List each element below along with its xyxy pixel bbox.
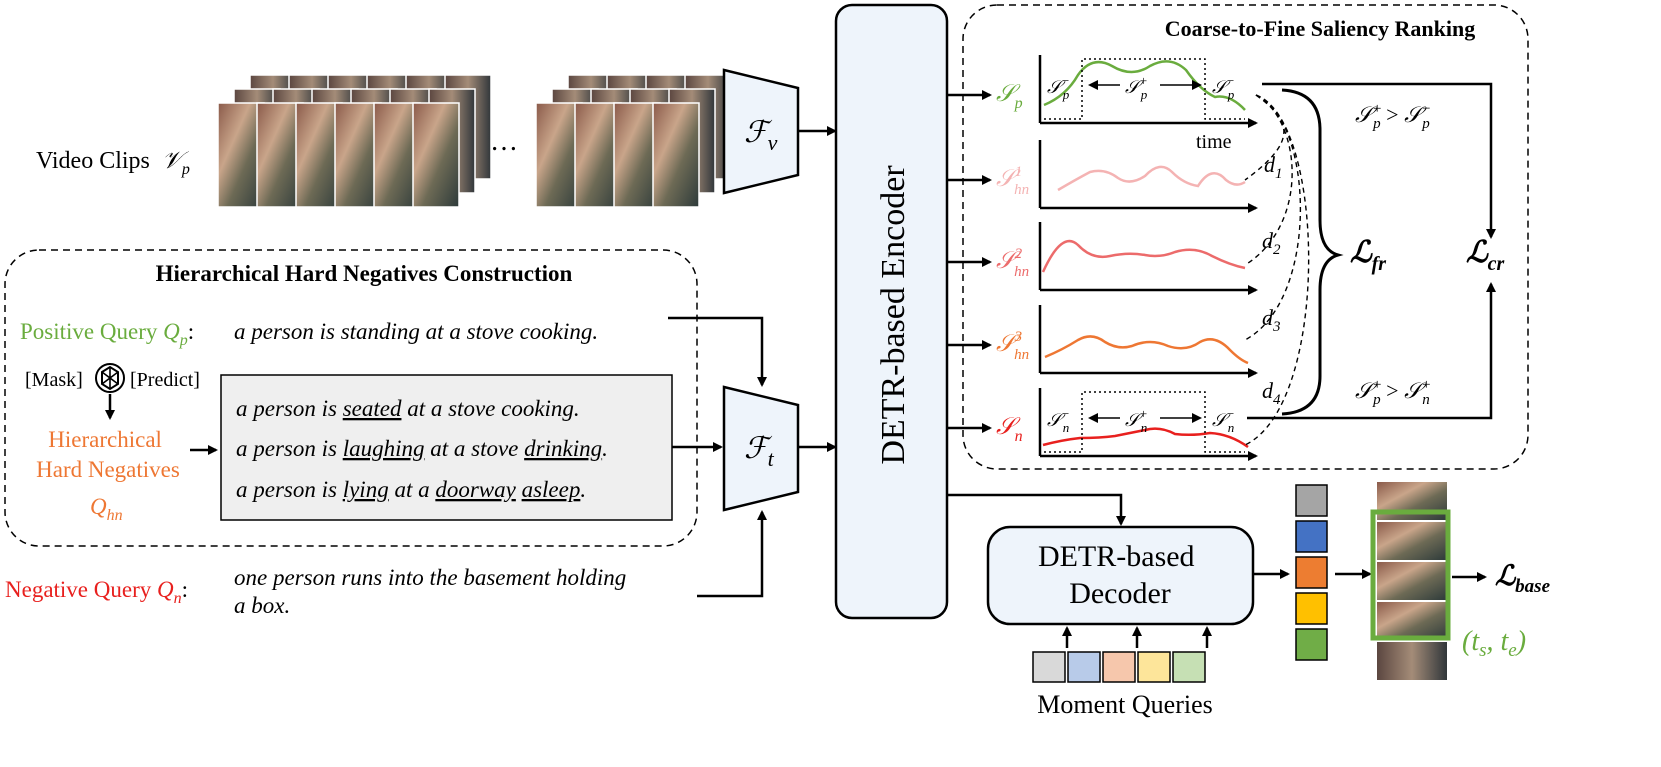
visual-extractor-symbol: ℱv: [744, 116, 778, 155]
distance-label: d2: [1262, 228, 1281, 258]
hard-negative-2: a person is laughing at a stove drinking…: [236, 436, 608, 461]
loss-base: ℒbase: [1495, 561, 1551, 597]
score-label: 𝒮p: [996, 81, 1023, 112]
moment-query-box: [1172, 651, 1206, 683]
decoder-output-box: [1295, 592, 1328, 625]
positive-query-text: a person is standing at a stove cooking.: [234, 319, 598, 344]
score-plot-1: 𝒮p: [947, 55, 1258, 128]
region-outline: [1044, 58, 1245, 120]
output-frame: [1377, 522, 1447, 560]
arrow-encoder-to-decoder: [947, 493, 1126, 526]
decoder-output-box: [1295, 628, 1328, 661]
decoder-label: DETR-based Decoder: [1038, 540, 1202, 610]
distance-curve: [1244, 94, 1310, 446]
region-label: 𝒮+p: [1125, 73, 1148, 102]
hierarchical-hard-negatives-box: Hierarchical Hard Negatives Construction…: [4, 249, 698, 547]
moment-queries: [1032, 626, 1212, 683]
predicted-span: (ts, te): [1462, 626, 1526, 661]
region-outline: [1044, 391, 1245, 453]
video-frames-group-2: [535, 74, 732, 208]
distance-label: d4: [1262, 378, 1281, 408]
loss-fr: ℒfr: [1350, 236, 1386, 275]
moment-queries-label: Moment Queries: [1037, 690, 1212, 719]
predict-label: [Predict]: [130, 369, 200, 391]
text-feature-extractor: ℱt: [722, 385, 800, 512]
encoder-label: DETR-based Encoder: [875, 165, 912, 465]
saliency-ranking-box: Coarse-to-Fine Saliency Ranking: [962, 4, 1529, 470]
frames-ellipsis: …: [490, 126, 518, 157]
video-clips: Video Clips 𝒱p …: [36, 74, 732, 208]
hierarchical-title: Hierarchical Hard Negatives Construction: [156, 261, 573, 286]
distance-label: d3: [1262, 305, 1281, 335]
hard-negative-3: a person is lying at a doorway asleep.: [236, 477, 586, 502]
distance-label: d1: [1264, 152, 1283, 182]
decoder-output-box: [1295, 520, 1328, 553]
distance-curve: [1244, 94, 1302, 341]
output-frame: [1377, 602, 1447, 640]
hard-negatives-label: Hierarchical Hard Negatives: [36, 427, 180, 482]
constraint-bottom: 𝒮+p > 𝒮+n: [1355, 377, 1431, 408]
score-curve: [1042, 427, 1249, 449]
constraint-top: 𝒮+p > 𝒮−p: [1355, 101, 1431, 132]
arrow-top-to-lcr: [1262, 82, 1496, 239]
moment-query-box: [1067, 651, 1101, 683]
moment-query-box: [1137, 651, 1171, 683]
output-frames: [1377, 482, 1447, 680]
decoder-output-box: [1295, 556, 1328, 589]
score-curve: [1043, 60, 1246, 111]
mask-label: [Mask]: [25, 369, 83, 391]
decoder-output-box: [1295, 484, 1328, 517]
video-frames-group-1: [217, 74, 492, 208]
video-frame: [412, 102, 460, 208]
arrow-negative-to-ft: [697, 510, 767, 598]
video-frame: [652, 102, 700, 208]
arrow-positive-to-ft: [668, 316, 767, 387]
video-clips-label: Video Clips 𝒱p: [36, 148, 190, 178]
negative-query-text: one person runs into the basement holdin…: [234, 565, 632, 618]
time-label: time: [1196, 131, 1232, 153]
detr-decoder: DETR-based Decoder: [986, 525, 1255, 626]
decoder-outputs: [1295, 484, 1328, 661]
distance-curve: [1244, 94, 1293, 266]
region-label: 𝒮−n: [1212, 406, 1235, 435]
detr-encoder: DETR-based Encoder: [834, 3, 949, 620]
predicted-moment-highlight: [1370, 509, 1451, 641]
ranking-braces: ℒfr ℒcr 𝒮+p > 𝒮−p 𝒮+p > 𝒮+n: [1247, 82, 1504, 420]
output-frame: [1377, 642, 1447, 680]
score-curve: [1041, 239, 1246, 273]
positive-query: Positive Query Qp:: [20, 319, 194, 349]
score-curve: [1057, 165, 1246, 192]
arrow-bottom-to-lcr: [1247, 282, 1496, 420]
moment-query-box: [1102, 651, 1136, 683]
moment-query-box: [1032, 651, 1066, 683]
loss-cr: ℒcr: [1466, 236, 1504, 275]
hard-negative-1: a person is seated at a stove cooking.: [236, 396, 580, 421]
llm-logo-icon: [95, 363, 125, 393]
score-plot-5: 𝒮n: [947, 388, 1258, 461]
region-label: 𝒮−n: [1047, 406, 1070, 435]
visual-feature-extractor: ℱv: [722, 68, 800, 195]
score-curve: [1044, 335, 1249, 365]
ranking-title: Coarse-to-Fine Saliency Ranking: [1165, 16, 1475, 41]
score-label: 𝒮n: [996, 414, 1023, 445]
output-frame: [1377, 562, 1447, 600]
negative-query: Negative Query Qn:: [5, 577, 188, 607]
hard-negatives-symbol: Qhn: [90, 494, 123, 524]
